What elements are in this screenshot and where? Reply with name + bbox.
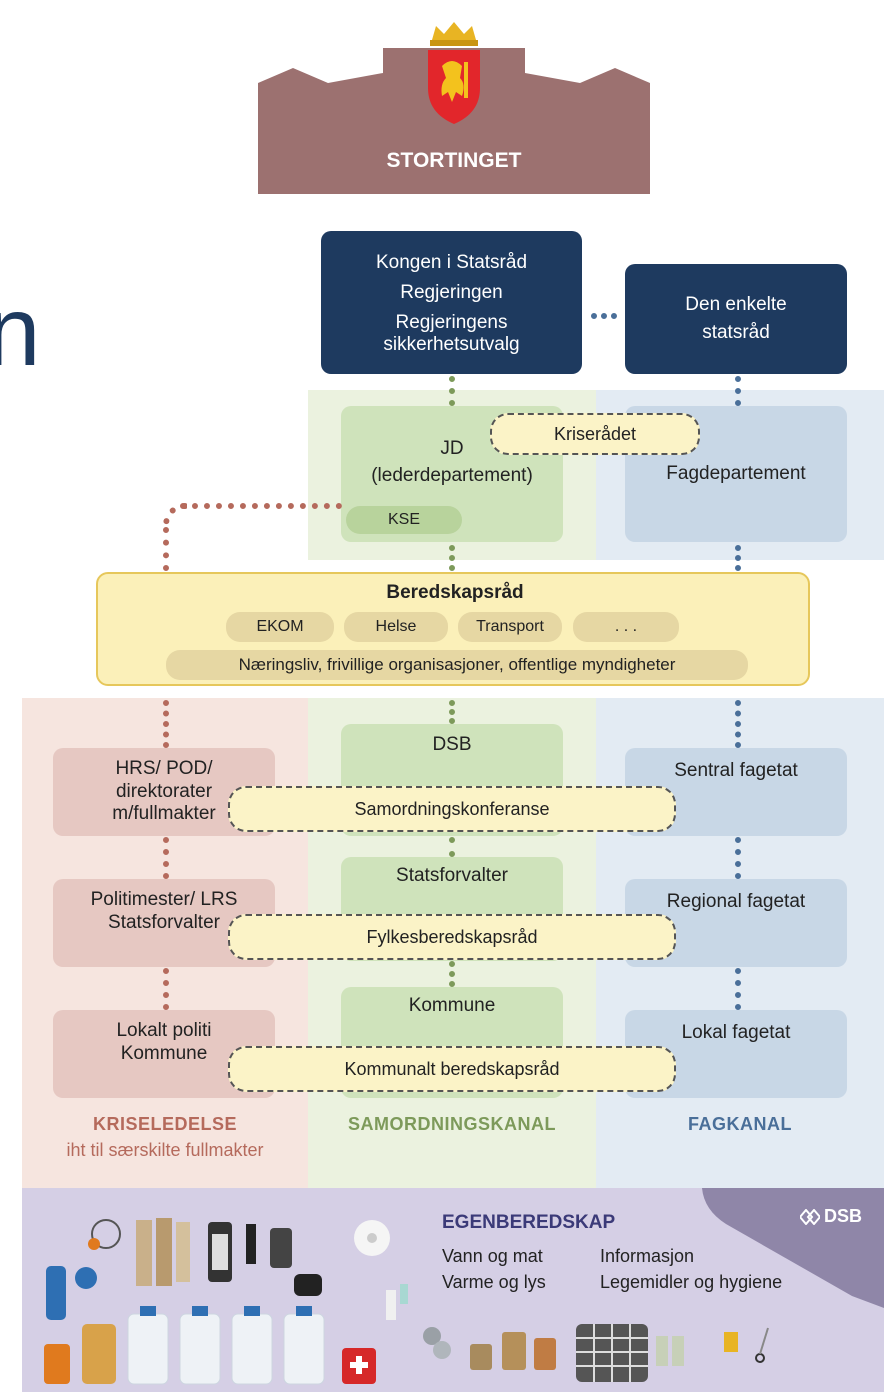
self-preparedness-item: Legemidler og hygiene <box>600 1272 783 1292</box>
lantern-icon <box>208 1222 232 1282</box>
connector-crisis-3 <box>163 968 169 1010</box>
firewood-icon <box>136 1218 190 1286</box>
first-aid-kit-icon <box>342 1348 376 1384</box>
water-jug-icon <box>283 1306 325 1385</box>
water-bottle-icon <box>46 1266 66 1320</box>
flashlight-icon <box>246 1224 256 1264</box>
brand-name: DSB <box>824 1206 863 1226</box>
stakeholders-pill: Næringsliv, frivillige organisasjoner, o… <box>166 650 748 680</box>
crisis-column-sublabel: iht til særskilte fullmakter <box>66 1140 264 1160</box>
sector-national-box: Sentral fagetat <box>625 748 847 836</box>
connector-sector-2 <box>735 837 741 879</box>
scissors-icon <box>755 1327 769 1363</box>
connector-gov-to-jd <box>449 376 455 406</box>
emergency-supplies-illustration-2 <box>423 1324 769 1382</box>
food-jar-icon <box>470 1332 556 1370</box>
government-line1: Kongen i Statsråd <box>375 252 528 274</box>
sector-local-label: Lokal fagetat <box>681 1022 791 1043</box>
self-preparedness-panel: DSB EGENBEREDSKAP Vann og mat Varme og l… <box>22 1188 884 1392</box>
parliament-label: STORTINGET <box>386 149 522 172</box>
blanket-icon <box>576 1324 648 1382</box>
sector-pill-more: . . . <box>573 612 679 642</box>
toilet-paper-icon <box>354 1220 390 1256</box>
water-jug-icon <box>179 1306 221 1385</box>
connector-kse-vertical <box>163 527 169 571</box>
emergency-supplies-illustration <box>44 1218 408 1385</box>
crisis-regional-line1: Politimester/ LRS <box>90 889 238 910</box>
crisis-national-line2: direktorater <box>115 781 213 802</box>
sector-national-label: Sentral fagetat <box>674 760 798 781</box>
lead-ministry-role: (lederdepartement) <box>371 465 533 486</box>
radio-icon <box>270 1228 292 1268</box>
sector-ministry-box: Fagdepartement <box>625 406 847 542</box>
self-preparedness-title: EGENBEREDSKAP <box>442 1212 616 1233</box>
preparedness-council: Beredskapsråd EKOM Helse Transport . . .… <box>96 572 810 686</box>
sector-pill-ekom: EKOM <box>226 612 334 642</box>
coat-of-arms-icon <box>428 22 480 124</box>
connector-minister-to-dept <box>735 376 741 406</box>
connector-crisis-2 <box>163 837 169 879</box>
brand-logo: DSB <box>800 1206 862 1227</box>
matches-icon <box>724 1332 738 1352</box>
self-preparedness-item: Informasjon <box>600 1246 695 1266</box>
connector-kse-horizontal <box>180 503 342 509</box>
government-box: Kongen i Statsråd Regjeringen Regjeringe… <box>321 231 582 374</box>
regional-forum: Fylkesberedskapsråd <box>228 914 676 960</box>
panel-corner-shape <box>702 1188 884 1308</box>
parliament: STORTINGET <box>258 22 650 194</box>
minister-line2: statsråd <box>702 322 770 343</box>
minister-box: Den enkelte statsråd <box>625 264 847 374</box>
connector-dept-down <box>735 545 741 571</box>
government-line2: Regjeringen <box>400 282 503 304</box>
crisis-local-line1: Lokalt politi <box>116 1020 212 1041</box>
local-forum: Kommunalt beredskapsråd <box>228 1046 676 1092</box>
water-jug-icon <box>127 1306 169 1385</box>
medicine-icon <box>386 1284 408 1320</box>
speaker-icon <box>294 1274 322 1296</box>
coordination-national-label: DSB <box>432 734 472 755</box>
self-preparedness-item: Vann og mat <box>442 1246 543 1266</box>
connector-coord-1 <box>449 700 455 724</box>
sector-pill-helse: Helse <box>344 612 448 642</box>
coordination-local-label: Kommune <box>408 995 496 1016</box>
sector-pill-transport: Transport <box>458 612 562 642</box>
coordination-column-label: SAMORDNINGSKANAL <box>348 1114 556 1134</box>
canned-food-icon <box>423 1327 451 1359</box>
self-preparedness-item: Varme og lys <box>442 1272 546 1292</box>
canteen-icon <box>75 1267 97 1289</box>
kse-pill: KSE <box>346 506 462 534</box>
connector-crisis-1 <box>163 700 169 748</box>
partial-title: n <box>0 276 41 386</box>
crisis-column-label: KRISELEDELSE <box>92 1114 238 1134</box>
connector-kse-curve <box>163 503 187 527</box>
government-line4: sikkerhetsutvalg <box>383 333 520 355</box>
dsb-logo-icon <box>800 1208 820 1225</box>
pasta-jar-icon <box>82 1324 116 1384</box>
candle-icon <box>656 1336 684 1366</box>
connector-sector-1 <box>735 700 741 748</box>
water-jug-icon <box>231 1306 273 1385</box>
government-line3: Regjeringens <box>395 311 508 333</box>
connector-sector-3 <box>735 968 741 1010</box>
sector-ministry-name: Fagdepartement <box>666 463 806 484</box>
lead-ministry-name: JD <box>440 438 464 459</box>
connector-coord-2 <box>449 837 455 857</box>
crisis-council-forum: Kriserådet <box>490 413 700 455</box>
crisis-national-line1: HRS/ POD/ <box>115 758 213 779</box>
sector-regional-label: Regional fagetat <box>666 891 806 912</box>
food-jar-icon <box>44 1344 70 1384</box>
national-forum: Samordningskonferanse <box>228 786 676 832</box>
connector-jd-down <box>449 545 455 571</box>
preparedness-council-title: Beredskapsråd <box>386 582 524 603</box>
headlamp-icon <box>88 1219 121 1250</box>
crisis-national-line3: m/fullmakter <box>112 803 216 824</box>
coordination-regional-label: Statsforvalter <box>396 865 508 886</box>
minister-line1: Den enkelte <box>685 294 787 316</box>
crisis-regional-line2: Statsforvalter <box>108 912 220 933</box>
connector-dots-horizontal <box>591 313 617 319</box>
sector-column-label: FAGKANAL <box>688 1114 792 1134</box>
connector-coord-3 <box>449 961 455 987</box>
crisis-local-line2: Kommune <box>120 1043 208 1064</box>
